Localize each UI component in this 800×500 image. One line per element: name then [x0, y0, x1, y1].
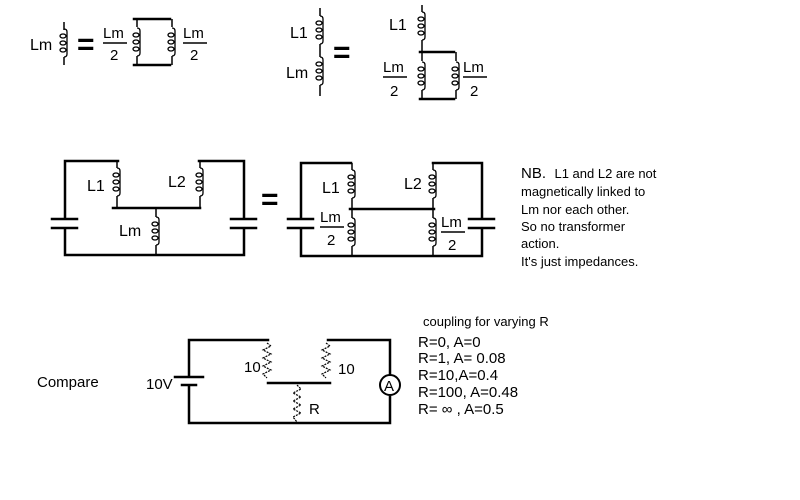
- compare-label: Compare: [37, 374, 99, 391]
- lm-label: Lm: [30, 37, 52, 54]
- note-lead: NB.: [521, 165, 546, 182]
- equation-lm-split: Lm = Lm 2 Lm 2: [30, 17, 207, 67]
- result-row: R=0, A=0: [418, 334, 481, 351]
- fraction-denominator: 2: [470, 83, 478, 100]
- result-row: R=10,A=0.4: [418, 367, 498, 384]
- source-voltage-label: 10V: [146, 376, 173, 393]
- battery-icon: [173, 375, 205, 387]
- fraction-denominator: 2: [190, 47, 198, 64]
- inductor-l1-icon: [347, 163, 356, 209]
- l1-label: L1: [389, 17, 407, 34]
- fraction-numerator: Lm: [183, 25, 204, 42]
- note-line: action.: [521, 236, 559, 251]
- fraction-numerator: Lm: [103, 25, 124, 42]
- l2-label: L2: [168, 174, 186, 191]
- resistor-right-label: 10: [338, 361, 355, 378]
- note-line: L1 and L2 are not: [554, 166, 656, 181]
- equals-sign: =: [261, 183, 279, 216]
- inductor-lm-half-right-icon: [428, 209, 437, 256]
- results-list: coupling for varying R R=0, A=0 R=1, A= …: [418, 314, 549, 418]
- inductor-lm-half-left-icon: [347, 209, 356, 256]
- l2-label: L2: [404, 176, 422, 193]
- fraction-denominator: 2: [327, 232, 335, 249]
- result-row: R=100, A=0.48: [418, 384, 518, 401]
- parallel-inductors-icon: [132, 17, 176, 67]
- svg-text:NB. L1 and L2 are not: NB. L1 and L2 are not: [521, 165, 657, 182]
- resistor-r-label: R: [309, 401, 320, 418]
- ammeter-icon: A: [379, 374, 401, 396]
- l1-label: L1: [322, 180, 340, 197]
- note-line: magnetically linked to: [521, 184, 645, 199]
- capacitor-left-icon: [50, 217, 79, 230]
- coupled-circuit-equivalent: L1 Lm 2 L2: [286, 161, 496, 258]
- fraction-denominator: 2: [390, 83, 398, 100]
- l1-label: L1: [290, 25, 308, 42]
- result-row: R=1, A= 0.08: [418, 350, 506, 367]
- capacitor-right-icon: [467, 217, 496, 230]
- note-line: It's just impedances.: [521, 254, 638, 269]
- fraction-numerator: Lm: [320, 209, 341, 226]
- inductor-l1-icon: [112, 161, 121, 208]
- note-line: So no transformer: [521, 219, 626, 234]
- ammeter-label: A: [384, 378, 394, 395]
- result-row: R= ∞ , A=0.5: [418, 401, 504, 418]
- resistor-circuit: 10V 10 10 R A: [146, 338, 401, 425]
- inductor-lm-icon: [151, 208, 160, 255]
- note-line: Lm nor each other.: [521, 202, 629, 217]
- fraction-denominator: 2: [110, 47, 118, 64]
- fraction-numerator: Lm: [383, 59, 404, 76]
- inductor-lm-icon: [59, 22, 68, 65]
- series-parallel-inductors-icon: [417, 5, 460, 101]
- resistor-variable-icon: [291, 384, 303, 423]
- resistor-left-label: 10: [244, 359, 261, 376]
- coupled-circuit-original: L1 L2 Lm: [50, 159, 258, 257]
- resistor-right-icon: [320, 342, 332, 379]
- fraction-denominator: 2: [448, 237, 456, 254]
- equals-sign: =: [333, 36, 351, 69]
- note-text: NB. L1 and L2 are not magnetically linke…: [521, 165, 657, 269]
- equation-l1-lm-split: L1 Lm = L1 Lm 2 Lm 2: [286, 5, 487, 101]
- lm-label: Lm: [119, 223, 141, 240]
- resistor-left-icon: [261, 342, 273, 379]
- results-title: coupling for varying R: [423, 314, 549, 329]
- capacitor-left-icon: [286, 217, 315, 230]
- lm-label: Lm: [286, 65, 308, 82]
- l1-label: L1: [87, 178, 105, 195]
- equals-sign: =: [77, 28, 95, 61]
- capacitor-right-icon: [229, 217, 258, 230]
- inductor-l2-icon: [195, 161, 204, 208]
- fraction-numerator: Lm: [463, 59, 484, 76]
- fraction-numerator: Lm: [441, 214, 462, 231]
- inductor-l2-icon: [428, 163, 437, 209]
- series-inductors-icon: [315, 8, 324, 96]
